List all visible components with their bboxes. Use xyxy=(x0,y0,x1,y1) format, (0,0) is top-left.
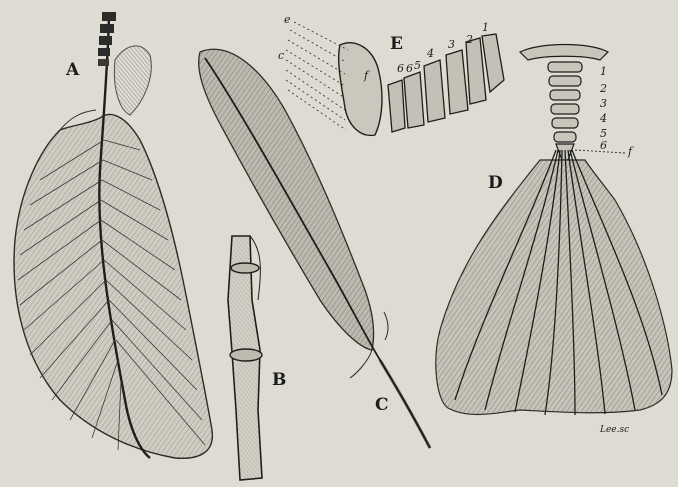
label-figure-e: E xyxy=(390,36,403,53)
label-e-vertebra-3: 3 xyxy=(448,39,455,50)
label-figure-b: B xyxy=(272,372,286,389)
label-figure-a: A xyxy=(66,62,79,79)
label-figure-d: D xyxy=(488,175,503,192)
label-d-vertebra-3: 3 xyxy=(600,98,607,109)
label-e-vertebra-5: 5 xyxy=(414,60,421,71)
label-d-pointer-f: f xyxy=(628,146,632,157)
label-e-vertebra-4: 4 xyxy=(427,48,434,59)
label-d-vertebra-2: 2 xyxy=(600,83,607,94)
figure-b-bone-segment xyxy=(228,236,262,480)
label-d-vertebra-1: 1 xyxy=(600,66,607,77)
label-d-vertebra-5: 5 xyxy=(600,128,607,139)
label-d-vertebra-6: 6 xyxy=(600,140,607,151)
label-e-vertebra-6b: 6 xyxy=(406,63,413,74)
label-e-vertebra-1: 1 xyxy=(482,22,489,33)
label-e-line-e: e xyxy=(284,14,291,25)
engraver-credit: Lee.sc xyxy=(600,426,629,435)
label-figure-c: C xyxy=(375,397,389,414)
label-e-line-c: c xyxy=(278,50,284,61)
label-d-vertebra-4: 4 xyxy=(600,113,607,124)
label-e-vertebra-2: 2 xyxy=(466,34,473,45)
label-e-line-f: f xyxy=(364,70,368,81)
figure-a-fossil-tail xyxy=(14,12,212,458)
label-e-vertebra-6a: 6 xyxy=(397,63,404,74)
